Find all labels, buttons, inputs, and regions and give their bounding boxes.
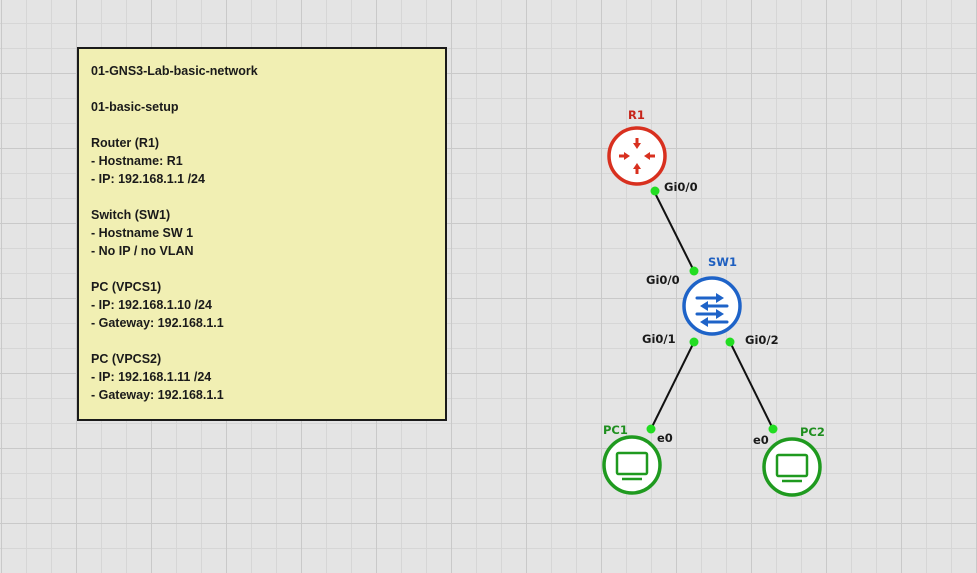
link-status-dot — [646, 424, 656, 434]
port-label-sw1-gi01: Gi0/1 — [642, 332, 676, 346]
link-status-dot — [689, 337, 699, 347]
computer-icon — [602, 435, 662, 495]
switch-sw1[interactable]: SW1 — [682, 255, 742, 336]
port-label-sw1-gi02: Gi0/2 — [745, 333, 779, 347]
node-label-r1: R1 — [628, 108, 645, 122]
link-r1-sw1[interactable] — [653, 190, 695, 272]
node-label-sw1: SW1 — [708, 255, 737, 269]
lab-notes[interactable]: 01-GNS3-Lab-basic-network 01-basic-setup… — [77, 47, 447, 421]
note-router-ip: - IP: 192.168.1.1 /24 — [91, 172, 205, 186]
note-switch-heading: Switch (SW1) — [91, 208, 171, 222]
router-icon — [607, 126, 667, 186]
link-status-dot — [768, 424, 778, 434]
vpcs-pc2[interactable]: PC2 — [762, 425, 825, 497]
switch-arrows-icon — [695, 293, 729, 327]
note-switch-hostname: - Hostname SW 1 — [91, 226, 194, 240]
port-label-r1-gi00: Gi0/0 — [664, 180, 698, 194]
router-r1[interactable]: R1 — [607, 108, 667, 186]
note-switch-ip: - No IP / no VLAN — [91, 244, 194, 258]
note-pc1-ip: - IP: 192.168.1.10 /24 — [91, 298, 212, 312]
port-label-pc1-e0: e0 — [657, 431, 673, 445]
node-label-pc1: PC1 — [603, 423, 628, 437]
router-arrows-icon — [619, 138, 655, 174]
note-pc2-ip: - IP: 192.168.1.11 /24 — [91, 370, 212, 384]
note-pc1-gateway: - Gateway: 192.168.1.1 — [91, 316, 224, 330]
note-pc2-heading: PC (VPCS2) — [91, 352, 162, 366]
port-label-pc2-e0: e0 — [753, 433, 769, 447]
vpcs-pc1[interactable]: PC1 — [602, 423, 662, 495]
note-pc2-gateway: - Gateway: 192.168.1.1 — [91, 388, 224, 402]
link-status-dot — [689, 266, 699, 276]
note-router-hostname: - Hostname: R1 — [91, 154, 183, 168]
note-pc1-heading: PC (VPCS1) — [91, 280, 162, 294]
note-router-heading: Router (R1) — [91, 136, 160, 150]
link-status-dot — [650, 186, 660, 196]
link-sw1-pc1[interactable] — [650, 341, 695, 430]
note-subtitle: 01-basic-setup — [91, 100, 179, 114]
link-sw1-pc2[interactable] — [729, 341, 774, 430]
note-title: 01-GNS3-Lab-basic-network — [91, 64, 258, 78]
computer-icon — [762, 437, 822, 497]
link-status-dot — [725, 337, 735, 347]
monitor-icon — [775, 453, 809, 483]
node-label-pc2: PC2 — [800, 425, 825, 439]
port-label-sw1-gi00: Gi0/0 — [646, 273, 680, 287]
monitor-icon — [615, 451, 649, 481]
